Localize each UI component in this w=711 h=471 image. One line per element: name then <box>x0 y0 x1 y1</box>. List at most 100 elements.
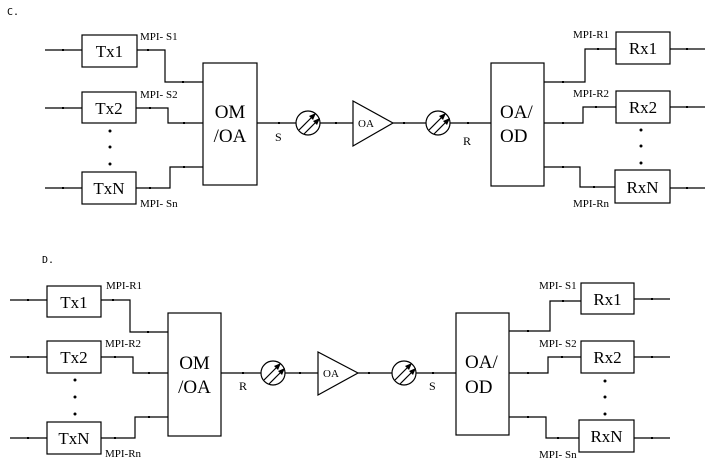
mpi-point-dot <box>147 331 149 333</box>
point-r-dot <box>467 122 469 124</box>
line-dot <box>403 122 405 124</box>
mpi-point-dot <box>593 186 595 188</box>
mpi-point-dot <box>182 81 184 83</box>
rx2-interface-label: MPI-R2 <box>573 88 609 100</box>
ellipsis-dot <box>108 162 112 166</box>
demux-label-line1: OA/ <box>465 352 498 373</box>
tx1-to-mux-line <box>101 299 168 333</box>
tx2-input-dot <box>27 356 29 358</box>
demux-block: OA/ OD <box>455 312 510 436</box>
reference-point-right: S <box>429 379 436 393</box>
mpi-point-dot <box>562 300 564 302</box>
rx-output-dot <box>651 298 653 300</box>
mux-label-line1: OM <box>179 353 210 374</box>
mpi-point-dot <box>527 330 529 332</box>
mpi-point-dot <box>527 372 529 374</box>
demux-label-line2: OD <box>500 126 527 147</box>
rx1-label: Rx1 <box>629 39 657 58</box>
mpi-point-dot <box>562 122 564 124</box>
tx2-block: Tx2 <box>46 340 102 374</box>
rx-output-dot <box>686 187 688 189</box>
tx2-input-dot <box>62 107 64 109</box>
mpi-point-dot <box>114 437 116 439</box>
reference-point-left: R <box>239 379 247 393</box>
optical-connector-icon <box>260 360 286 386</box>
ellipsis-dot <box>73 395 77 399</box>
mpi-point-dot <box>527 416 529 418</box>
rx1-interface-label: MPI-R1 <box>573 29 609 41</box>
mpi-point-dot <box>557 437 559 439</box>
panel-d: D. Tx1 Tx2 TxN <box>10 255 670 461</box>
optical-connector-icon <box>391 360 417 386</box>
rxn-label: RxN <box>626 178 658 197</box>
rxn-block: RxN <box>614 169 671 204</box>
ellipsis-dot <box>639 144 643 148</box>
mpi-point-dot <box>149 187 151 189</box>
demux-to-rx2-line <box>544 106 616 124</box>
mpi-point-dot <box>148 416 150 418</box>
txn-to-mux-line <box>136 166 203 189</box>
rxn-interface-label: MPI-Rn <box>573 198 610 210</box>
txn-label: TxN <box>93 179 124 198</box>
panel-c: C. Tx1 Tx2 TxN <box>7 7 705 210</box>
tx1-interface-label: MPI-R1 <box>106 280 142 292</box>
amplifier-triangle-icon: OA <box>352 99 395 148</box>
rx-output-dot <box>651 437 653 439</box>
mux-label-line2: /OA <box>214 126 247 147</box>
mpi-point-dot <box>562 81 564 83</box>
rx1-interface-label: MPI- S1 <box>539 280 577 292</box>
tx2-label: Tx2 <box>60 348 87 367</box>
txn-input-dot <box>27 437 29 439</box>
tx2-to-mux-line <box>136 107 203 124</box>
mpi-point-dot <box>112 299 114 301</box>
ellipsis-dot <box>603 379 607 383</box>
reference-point-right: R <box>463 134 471 148</box>
mpi-point-dot <box>183 122 185 124</box>
ellipsis-dot <box>73 378 77 382</box>
rx2-label: Rx2 <box>629 98 657 117</box>
tx2-interface-label: MPI-R2 <box>105 338 141 350</box>
mux-block: OM /OA <box>202 62 258 186</box>
rx2-block: Rx2 <box>580 340 635 374</box>
ellipsis-dot <box>603 412 607 416</box>
point-s-dot <box>432 372 434 374</box>
mpi-point-dot <box>561 356 563 358</box>
mpi-point-dot <box>595 106 597 108</box>
rx-output-dot <box>651 356 653 358</box>
optical-connector-icon <box>425 110 451 136</box>
demux-to-rxn-line <box>509 416 579 439</box>
txn-block: TxN <box>81 171 137 205</box>
ellipsis-dot <box>639 128 643 132</box>
txn-interface-label: MPI- Sn <box>140 198 178 210</box>
txn-label: TxN <box>58 429 89 448</box>
rx2-interface-label: MPI- S2 <box>539 338 577 350</box>
mpi-point-dot <box>114 356 116 358</box>
tx1-interface-label: MPI- S1 <box>140 31 178 43</box>
txn-to-mux-line <box>101 416 168 439</box>
mpi-point-dot <box>148 372 150 374</box>
tx1-block: Tx1 <box>46 285 102 318</box>
optical-connector-icon <box>295 110 321 136</box>
rx2-block: Rx2 <box>615 90 671 124</box>
reference-point-left: S <box>275 130 282 144</box>
amplifier-label: OA <box>358 118 374 130</box>
demux-block: OA/ OD <box>490 62 545 187</box>
rx2-label: Rx2 <box>593 348 621 367</box>
txn-input-dot <box>62 187 64 189</box>
rxn-interface-label: MPI- Sn <box>539 449 577 461</box>
mpi-point-dot <box>562 166 564 168</box>
txn-block: TxN <box>46 421 102 455</box>
ellipsis-dot <box>108 145 112 149</box>
tx1-input-dot <box>27 299 29 301</box>
mpi-point-dot <box>149 107 151 109</box>
rx-output-dot <box>686 106 688 108</box>
demux-label-line1: OA/ <box>500 102 533 123</box>
demux-to-rx2-line <box>509 356 581 374</box>
demux-to-rx1-line <box>544 48 616 83</box>
line-dot <box>335 122 337 124</box>
ellipsis-dot <box>108 129 112 133</box>
panel-label: D. <box>42 255 54 266</box>
mux-label-line2: /OA <box>178 377 211 398</box>
rx1-block: Rx1 <box>615 31 671 65</box>
